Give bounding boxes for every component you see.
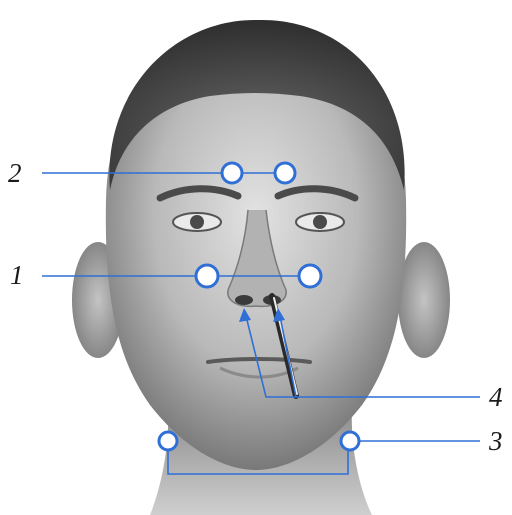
left-iris (190, 215, 204, 229)
marker-3-left (159, 432, 177, 450)
callout-label-4: 4 (489, 384, 503, 411)
callout-label-3: 3 (489, 428, 503, 455)
marker-2-right (275, 163, 295, 183)
callout-label-2: 2 (8, 160, 22, 187)
marker-1-right (299, 265, 321, 287)
callout-label-1: 1 (10, 262, 24, 289)
right-ear (398, 242, 450, 358)
right-iris (313, 215, 327, 229)
left-nostril (235, 295, 253, 305)
marker-1-left (196, 265, 218, 287)
marker-3-right (341, 432, 359, 450)
marker-2-left (222, 163, 242, 183)
